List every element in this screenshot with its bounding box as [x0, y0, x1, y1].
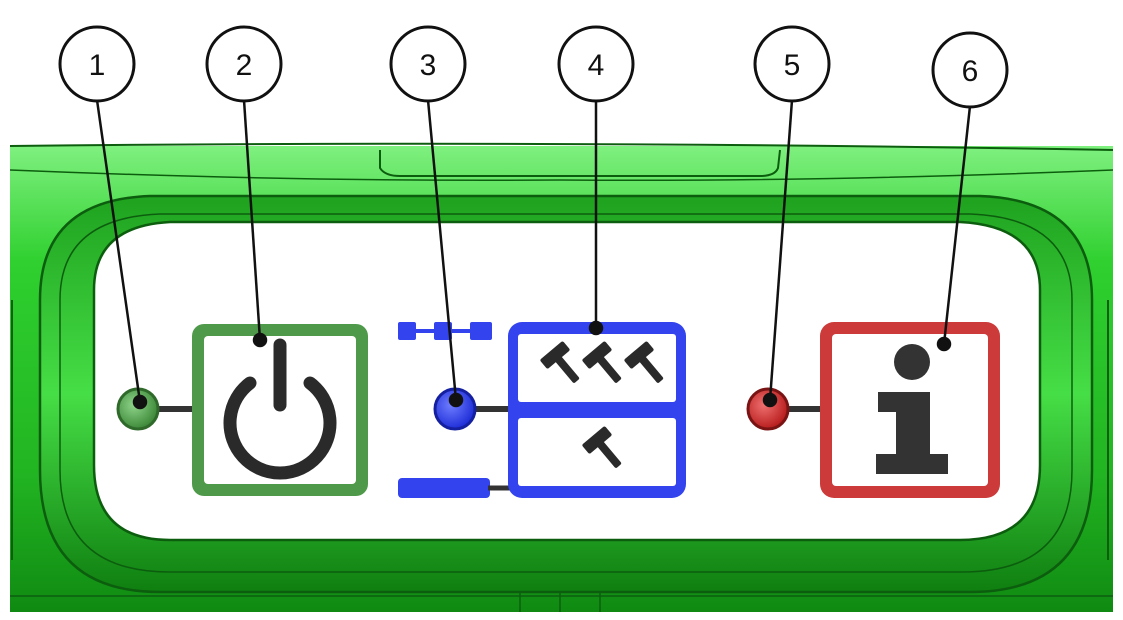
callout-4: 4: [557, 25, 635, 103]
power-button[interactable]: [192, 324, 368, 496]
info-control: [746, 322, 1000, 498]
mode-indicator-segments: [398, 322, 512, 498]
callout-2-label: 2: [236, 49, 253, 82]
info-button[interactable]: [820, 322, 1000, 498]
mode-button[interactable]: [508, 322, 686, 498]
callout-5-label: 5: [784, 49, 801, 82]
callout-6-label: 6: [962, 55, 979, 88]
info-icon: [876, 344, 948, 474]
mode-control: [398, 322, 686, 498]
callout-3: 3: [389, 25, 467, 103]
power-icon: [223, 338, 337, 480]
callout-6: 6: [931, 31, 1009, 109]
callout-1-label: 1: [89, 49, 106, 82]
callout-2: 2: [205, 25, 283, 103]
power-control: [116, 324, 368, 496]
callout-3-label: 3: [420, 49, 437, 82]
callout-5: 5: [753, 25, 831, 103]
callout-1: 1: [58, 25, 136, 103]
callout-leaders: [95, 99, 972, 410]
callout-4-label: 4: [588, 49, 605, 82]
info-status-led: [746, 387, 790, 431]
